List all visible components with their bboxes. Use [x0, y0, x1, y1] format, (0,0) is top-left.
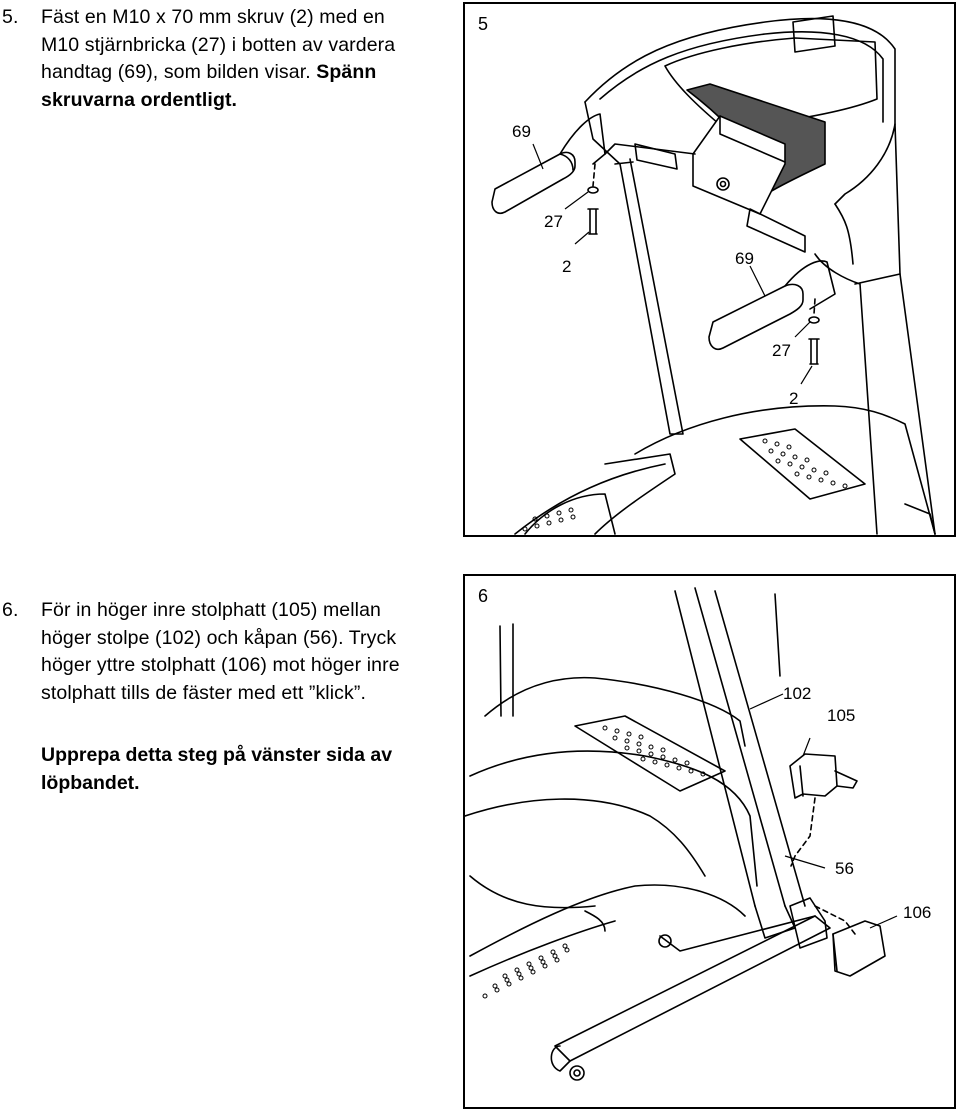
callout-2-right: 2: [789, 389, 798, 408]
step-6-number: 6.: [2, 599, 19, 621]
right-handle: [708, 283, 804, 351]
base-frame: [554, 915, 831, 1062]
figure-5-illustration: 69 27 2 69 27 2: [491, 15, 936, 535]
inner-cap-105: [789, 753, 838, 799]
right-bolt-guide: [813, 298, 816, 315]
step-6-line-2: höger stolpe (102) och kåpan (56). Tryck: [41, 626, 397, 649]
step-5-instructions: 5. Fäst en M10 x 70 mm skruv (2) med en …: [2, 4, 452, 124]
motor-hood-56: [484, 676, 746, 747]
callout-line-2-left: [574, 231, 590, 245]
step-5-line-1: Fäst en M10 x 70 mm skruv (2) med en: [41, 6, 385, 28]
guide-105: [790, 797, 816, 867]
callout-56: 56: [835, 859, 854, 878]
rear-upright: [499, 623, 514, 717]
outer-cap-106: [832, 920, 886, 977]
figure-6-number: 6: [478, 586, 489, 606]
step-6-repeat-note: Upprepa detta steg på vänster sida av lö…: [41, 741, 392, 797]
callout-27-right: 27: [772, 341, 791, 360]
step-5-line-3: handtag (69), som bilden visar. Spänn: [41, 59, 395, 87]
callout-102: 102: [783, 684, 811, 703]
left-bolt-guide: [592, 163, 596, 187]
right-bolt: [808, 338, 820, 365]
step-5-line-4: skruvarna ordentligt.: [41, 88, 238, 111]
guide-106: [814, 905, 856, 935]
figure-6-illustration: 102 105 56 106: [465, 587, 931, 1081]
step-5-line-2: M10 stjärnbricka (27) i botten av varder…: [41, 33, 396, 56]
step-6-repeat-line-1: Upprepa detta steg på vänster sida av: [41, 744, 393, 766]
step-5-line-3-bold: Spänn: [316, 61, 377, 83]
vent-holes: [522, 438, 848, 532]
left-bolt: [587, 208, 599, 235]
motor-hood: [634, 405, 936, 535]
callout-line-27-left: [564, 191, 589, 210]
step-6-line-3: höger yttre stolphatt (106) mot höger in…: [41, 654, 400, 676]
upright-102: [674, 587, 786, 907]
step-6-line-1: För in höger inre stolphatt (105) mellan: [41, 599, 382, 621]
left-handle: [491, 151, 576, 215]
step-6-repeat-line-2: löpbandet.: [41, 772, 140, 794]
deck-side-rail: [469, 884, 746, 957]
callout-line-105: [802, 737, 811, 757]
figure-6-upright-cap-assembly: 102 105 56 106 6: [463, 574, 956, 1109]
figure-5-handle-assembly: 69 27 2 69 27 2 5: [463, 2, 956, 537]
step-6-instructions: 6. För in höger inre stolphatt (105) mel…: [2, 597, 462, 807]
left-washer: [587, 186, 599, 194]
hood-vent-panel: [574, 715, 726, 792]
right-washer: [808, 316, 820, 324]
callout-69-left: 69: [512, 122, 531, 141]
callout-line-69-left: [532, 143, 544, 170]
callout-27-left: 27: [544, 212, 563, 231]
figure-5-number: 5: [478, 14, 489, 34]
callout-line-27-right: [794, 321, 811, 338]
callout-105: 105: [827, 706, 855, 725]
callout-line-56: [784, 855, 826, 869]
upright-base-bracket: [789, 897, 828, 949]
console-display: [792, 15, 836, 53]
step-5-number: 5.: [2, 6, 19, 28]
step-5-line-3-text: handtag (69), som bilden visar.: [41, 61, 311, 83]
vent-holes: [482, 725, 706, 999]
callout-2-left: 2: [562, 257, 571, 276]
right-crossbar: [746, 208, 806, 253]
wheel: [569, 1065, 585, 1081]
callout-69-right: 69: [735, 249, 754, 268]
step-6-line-4: stolphatt tills de fäster med ett ”klick…: [41, 681, 366, 704]
right-upright: [814, 253, 878, 535]
callout-line-106: [869, 915, 898, 929]
hood-vent-panel: [739, 428, 866, 500]
left-upright: [584, 101, 684, 435]
callout-line-69-right: [749, 265, 766, 297]
console-shell-outline: [584, 17, 896, 205]
callout-line-102: [749, 693, 784, 710]
step-5-body: Fäst en M10 x 70 mm skruv (2) med en M10…: [41, 4, 395, 114]
callout-line-2-right: [800, 365, 813, 385]
callout-106: 106: [903, 903, 931, 922]
step-6-body: För in höger inre stolphatt (105) mellan…: [41, 597, 400, 707]
